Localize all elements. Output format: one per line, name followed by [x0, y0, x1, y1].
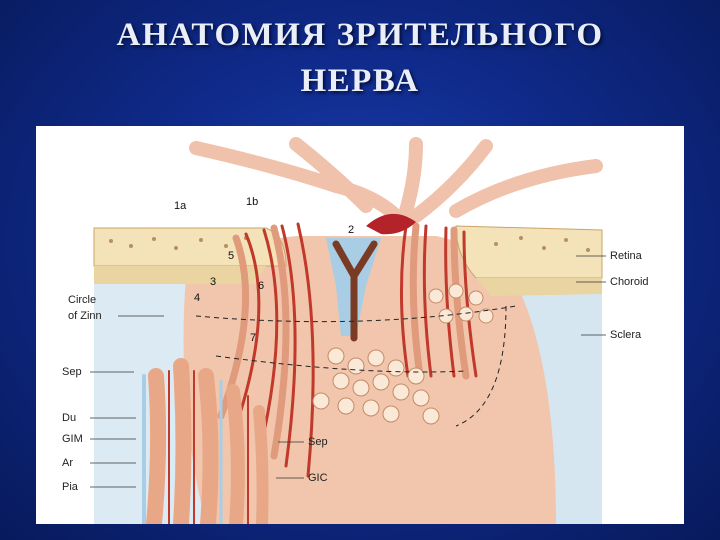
label-du: Du [62, 412, 77, 424]
central-artery [366, 213, 416, 235]
number-7: 7 [250, 332, 257, 344]
retinal-vessels [189, 137, 603, 223]
label-sclera: Sclera [610, 329, 642, 341]
label-gic: GIC [308, 472, 328, 484]
label-sep-left: Sep [62, 366, 82, 378]
number-1b: 1b [246, 196, 259, 208]
number-1a: 1a [174, 200, 187, 212]
label-gim: GIM [62, 433, 83, 445]
label-sep-inner: Sep [308, 436, 328, 448]
title-line-1: АНАТОМИЯ ЗРИТЕЛЬНОГО [116, 17, 604, 53]
retina-left [93, 227, 287, 267]
retina-right [455, 225, 603, 279]
optic-nerve-diagram: Circle of Zinn Sep Du GIM Ar Pia Retina … [36, 126, 684, 524]
diagram-canvas [90, 137, 606, 524]
number-5: 5 [228, 250, 235, 262]
number-2: 2 [348, 224, 355, 236]
central-vessel [332, 240, 378, 342]
label-pia: Pia [62, 481, 78, 493]
lamina-cells [312, 283, 494, 425]
number-3: 3 [210, 276, 217, 288]
number-6: 6 [258, 280, 265, 292]
slide-title: АНАТОМИЯ ЗРИТЕЛЬНОГО НЕРВА [0, 12, 720, 104]
label-circle: Circle [68, 294, 97, 306]
title-line-2: НЕРВА [300, 63, 420, 99]
nerve-fibers-right [399, 222, 478, 380]
number-4: 4 [194, 292, 201, 304]
label-ar: Ar [62, 457, 73, 469]
label-choroid: Choroid [610, 276, 649, 288]
label-retina: Retina [610, 250, 642, 262]
septa-bundles [142, 358, 269, 524]
label-of-zinn: of Zinn [68, 310, 102, 322]
